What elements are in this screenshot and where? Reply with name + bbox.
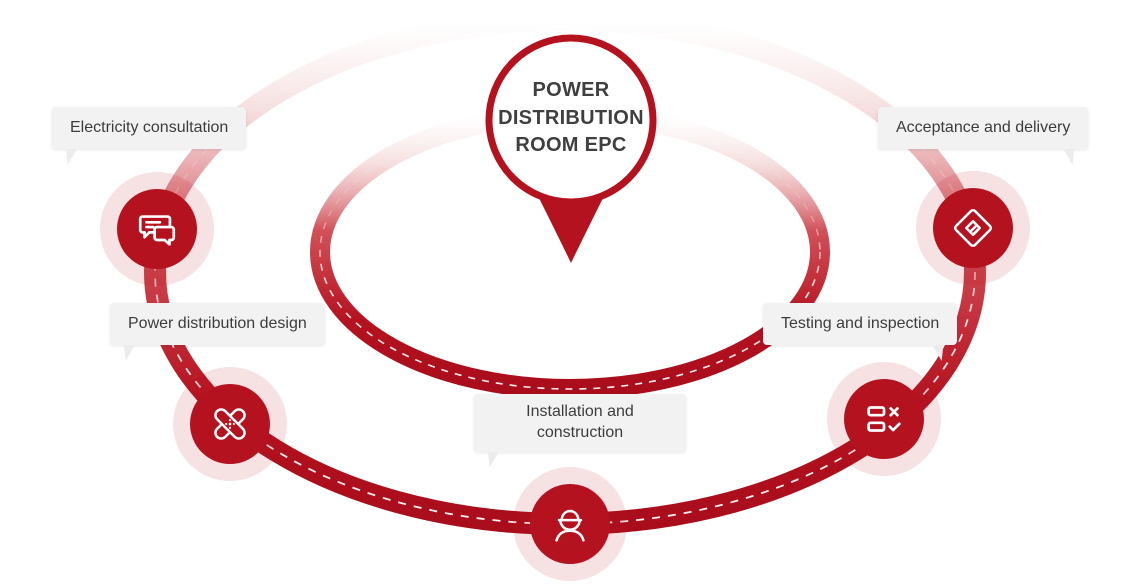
handshake-icon: [953, 208, 993, 248]
node-acceptance-and-delivery: [933, 188, 1013, 268]
node-installation-and-construction: [530, 484, 610, 564]
outer-orbit-dashed-line: [154, 19, 976, 525]
pin-circle: [485, 34, 657, 206]
label-text: Acceptance and delivery: [896, 119, 1071, 136]
inner-orbit-dashed-line: [319, 114, 821, 390]
label-text: Installation and construction: [526, 403, 634, 441]
label-electricity-consultation: Electricity consultation: [52, 107, 247, 165]
center-title-line: DISTRIBUTION: [498, 106, 644, 129]
checklist-icon: [867, 406, 901, 432]
label-text: Power distribution design: [128, 315, 307, 332]
worker-icon: [555, 509, 585, 542]
label-tail: [66, 149, 77, 165]
bandage-icon: [214, 408, 246, 440]
label-installation-and-construction: Installation and construction: [474, 394, 686, 468]
label-power-distribution-design: Power distribution design: [110, 303, 325, 361]
label-tail: [124, 345, 135, 361]
node-testing-and-inspection: [844, 379, 924, 459]
center-title: POWER DISTRIBUTION ROOM EPC: [491, 77, 651, 160]
label-tail: [1063, 149, 1075, 165]
label-tail: [932, 345, 944, 361]
center-title-line: POWER: [532, 79, 610, 101]
node-power-distribution-design: [190, 384, 270, 464]
chat-icon: [138, 215, 176, 246]
node-electricity-consultation: [117, 189, 197, 269]
label-testing-and-inspection: Testing and inspection: [763, 303, 958, 361]
label-text: Testing and inspection: [781, 315, 940, 332]
center-title-line: ROOM EPC: [515, 134, 627, 157]
label-tail: [488, 451, 499, 468]
label-acceptance-and-delivery: Acceptance and delivery: [878, 107, 1089, 165]
label-text: Electricity consultation: [70, 119, 229, 136]
